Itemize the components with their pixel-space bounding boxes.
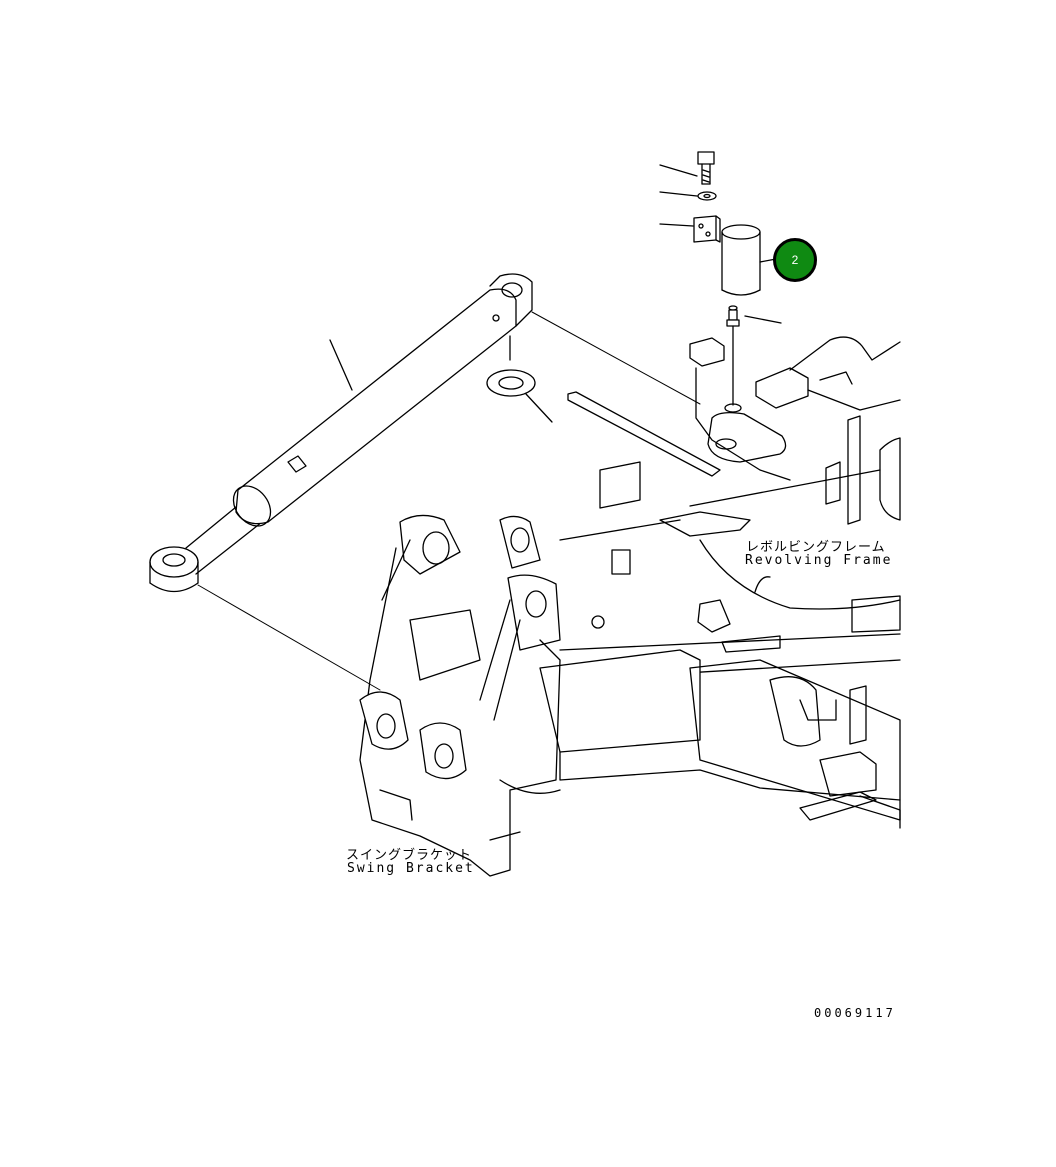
callout-badge-2[interactable]: 2 xyxy=(773,238,817,282)
swing-bracket-label-en: Swing Bracket xyxy=(347,861,475,876)
revolving-frame xyxy=(559,336,901,681)
grease-fitting xyxy=(724,305,742,413)
lock-plate xyxy=(693,215,721,243)
bolt xyxy=(697,151,715,185)
lower-frame xyxy=(539,649,901,829)
thrust-washer xyxy=(486,369,536,397)
swing-bracket xyxy=(359,514,605,877)
swing-bracket-label-jp: スイングブラケット xyxy=(346,848,473,863)
projection-lines xyxy=(197,311,701,691)
swing-cylinder xyxy=(149,273,533,593)
drawing-number: 00069117 xyxy=(814,1006,896,1020)
pin xyxy=(721,224,761,296)
revolving-frame-label-en: Revolving Frame xyxy=(745,553,893,568)
leader-lines xyxy=(329,164,782,593)
washer xyxy=(697,191,717,201)
revolving-frame-label-jp: レボルビングフレーム xyxy=(746,540,886,555)
